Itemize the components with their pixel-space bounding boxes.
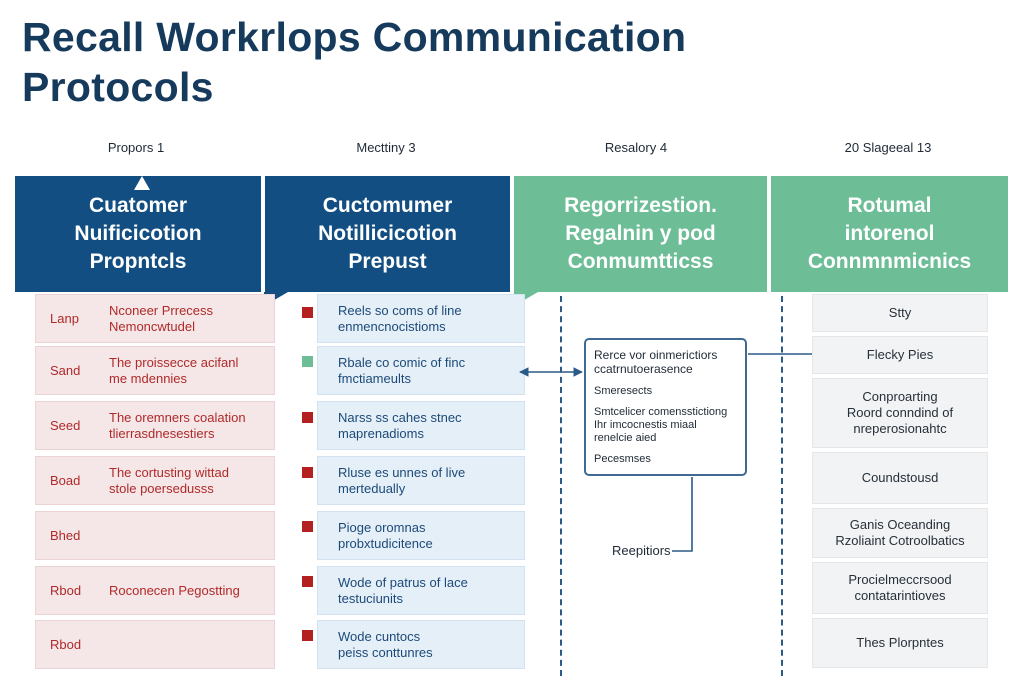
column-header-3: Regorrizestion. Regalnin y pod Conmumtti… <box>514 176 767 292</box>
process-box: Rerce vor oinmerictiors ccatrnutoerasenc… <box>584 338 747 476</box>
col4-row: Ganis Oceanding Rzoliaint Cotroolbatics <box>812 508 988 558</box>
col2-row: Rluse es unnes of live mertedually <box>317 456 525 505</box>
col1-row-key: Sand <box>50 362 81 378</box>
column-header-1-text: Cuatomer Nuificicotion Propntcls <box>74 194 202 273</box>
col4-row-text: Procielmeccrsood contatarintioves <box>848 572 952 603</box>
red-marker-icon <box>302 467 313 478</box>
col1-row: Seed The oremners coalation tlierrasdnese… <box>35 401 275 450</box>
col2-row: Narss ss cahes stnec maprenadioms <box>317 401 525 450</box>
red-marker-icon <box>302 576 313 587</box>
col1-row: Boad The cortusting wittad stole poersedu… <box>35 456 275 505</box>
col2-row: Reels so coms of line enmencnocistioms <box>317 294 525 343</box>
col2-row-text: Pioge oromnas probxtudicitence <box>338 519 433 551</box>
col1-row: Bhed <box>35 511 275 560</box>
col4-row-text: Ganis Oceanding Rzoliaint Cotroolbatics <box>835 517 965 548</box>
col2-row-text: Reels so coms of line enmencnocistioms <box>338 302 462 334</box>
header-notch-1 <box>134 176 150 190</box>
column-header-3-text: Regorrizestion. Regalnin y pod Conmumtti… <box>564 194 717 273</box>
process-box-line: Smeresects <box>594 385 653 397</box>
phase-label-2: Mecttiny 3 <box>356 140 416 155</box>
reepitiors-label: Reepitiors <box>612 543 671 558</box>
col1-row: Rbod Roconecen Pegostting <box>35 566 275 615</box>
col2-row-text: Rluse es unnes of live mertedually <box>338 464 466 496</box>
dashed-divider <box>781 296 783 676</box>
col1-row-key: Boad <box>50 472 81 488</box>
col1-row-key: Lanp <box>50 310 79 326</box>
col1-row-key: Bhed <box>50 527 81 543</box>
col4-row: Thes Plorpntes <box>812 618 988 668</box>
col1-row-key: Rbod <box>50 636 82 652</box>
col4-row-text: Coundstousd <box>861 470 939 485</box>
col4-row-text: Conproarting Roord conndind of nreperosi… <box>846 389 954 436</box>
col1-row-text: The proissecce acifanl me mdennies <box>109 354 239 386</box>
column-header-2: Cuctomumer Notillicicotion Prepust <box>265 176 510 292</box>
phase-label-4: 20 Slageeal 13 <box>844 140 932 155</box>
col4-row: Flecky Pies <box>812 336 988 374</box>
col4-row: Procielmeccrsood contatarintioves <box>812 562 988 614</box>
col2-row-text: Wode of patrus of lace testuciunits <box>338 574 468 606</box>
col1-row-text: Roconecen Pegostting <box>109 582 240 598</box>
process-box-line: Pecesmses <box>594 453 651 465</box>
col1-row-key: Seed <box>50 417 81 433</box>
green-marker-icon <box>302 356 313 367</box>
col2-row-text: Wode cuntocs peiss conttunres <box>338 628 433 660</box>
col2-row-text: Narss ss cahes stnec maprenadioms <box>338 409 462 441</box>
process-box-title: Rerce vor oinmerictiors ccatrnutoerasenc… <box>594 348 718 376</box>
col1-row-key: Rbod <box>50 582 82 598</box>
col2-row: Wode of patrus of lace testuciunits <box>317 566 525 615</box>
col4-row-text: Flecky Pies <box>866 347 934 362</box>
red-marker-icon <box>302 630 313 641</box>
col4-row-text: Thes Plorpntes <box>856 635 944 650</box>
column-header-1: Cuatomer Nuificicotion Propntcls <box>15 176 261 292</box>
col1-row: Sand The proissecce acifanl me mdennies <box>35 346 275 395</box>
page-title: Recall Workrlops Communication Protocols <box>22 14 687 110</box>
col1-row: Rbod <box>35 620 275 669</box>
process-box-line: Smtcelicer comensstictiong Ihr imcocnest… <box>594 406 728 444</box>
column-header-4-text: Rotumal intorenol Connmnmicnics <box>807 194 972 273</box>
col1-row-text: The cortusting wittad stole poersedusss <box>109 464 229 496</box>
phase-label-3: Resalory 4 <box>604 140 668 155</box>
column-header-2-text: Cuctomumer Notillicicotion Prepust <box>318 194 457 273</box>
red-marker-icon <box>302 307 313 318</box>
red-marker-icon <box>302 412 313 423</box>
dashed-divider <box>560 296 562 676</box>
col1-row-text: Nconeer Prrecess Nemoncwtudel <box>109 302 214 334</box>
column-header-4: Rotumal intorenol Connmnmicnics <box>771 176 1008 292</box>
elbow-connector <box>672 477 693 552</box>
col4-row-text: Stty <box>888 305 912 320</box>
col2-row-text: Rbale co comic of finc fmctiameults <box>338 354 466 386</box>
red-marker-icon <box>302 521 313 532</box>
col4-row: Stty <box>812 294 988 332</box>
col2-row: Pioge oromnas probxtudicitence <box>317 511 525 560</box>
col2-row: Rbale co comic of finc fmctiameults <box>317 346 525 395</box>
col4-row: Conproarting Roord conndind of nreperosi… <box>812 378 988 448</box>
col2-row: Wode cuntocs peiss conttunres <box>317 620 525 669</box>
col1-row: Lanp Nconeer Prrecess Nemoncwtudel <box>35 294 275 343</box>
col1-row-text: The oremners coalation tlierrasdnesestie… <box>109 409 246 441</box>
col4-row: Coundstousd <box>812 452 988 504</box>
phase-label-1: Propors 1 <box>107 140 165 155</box>
